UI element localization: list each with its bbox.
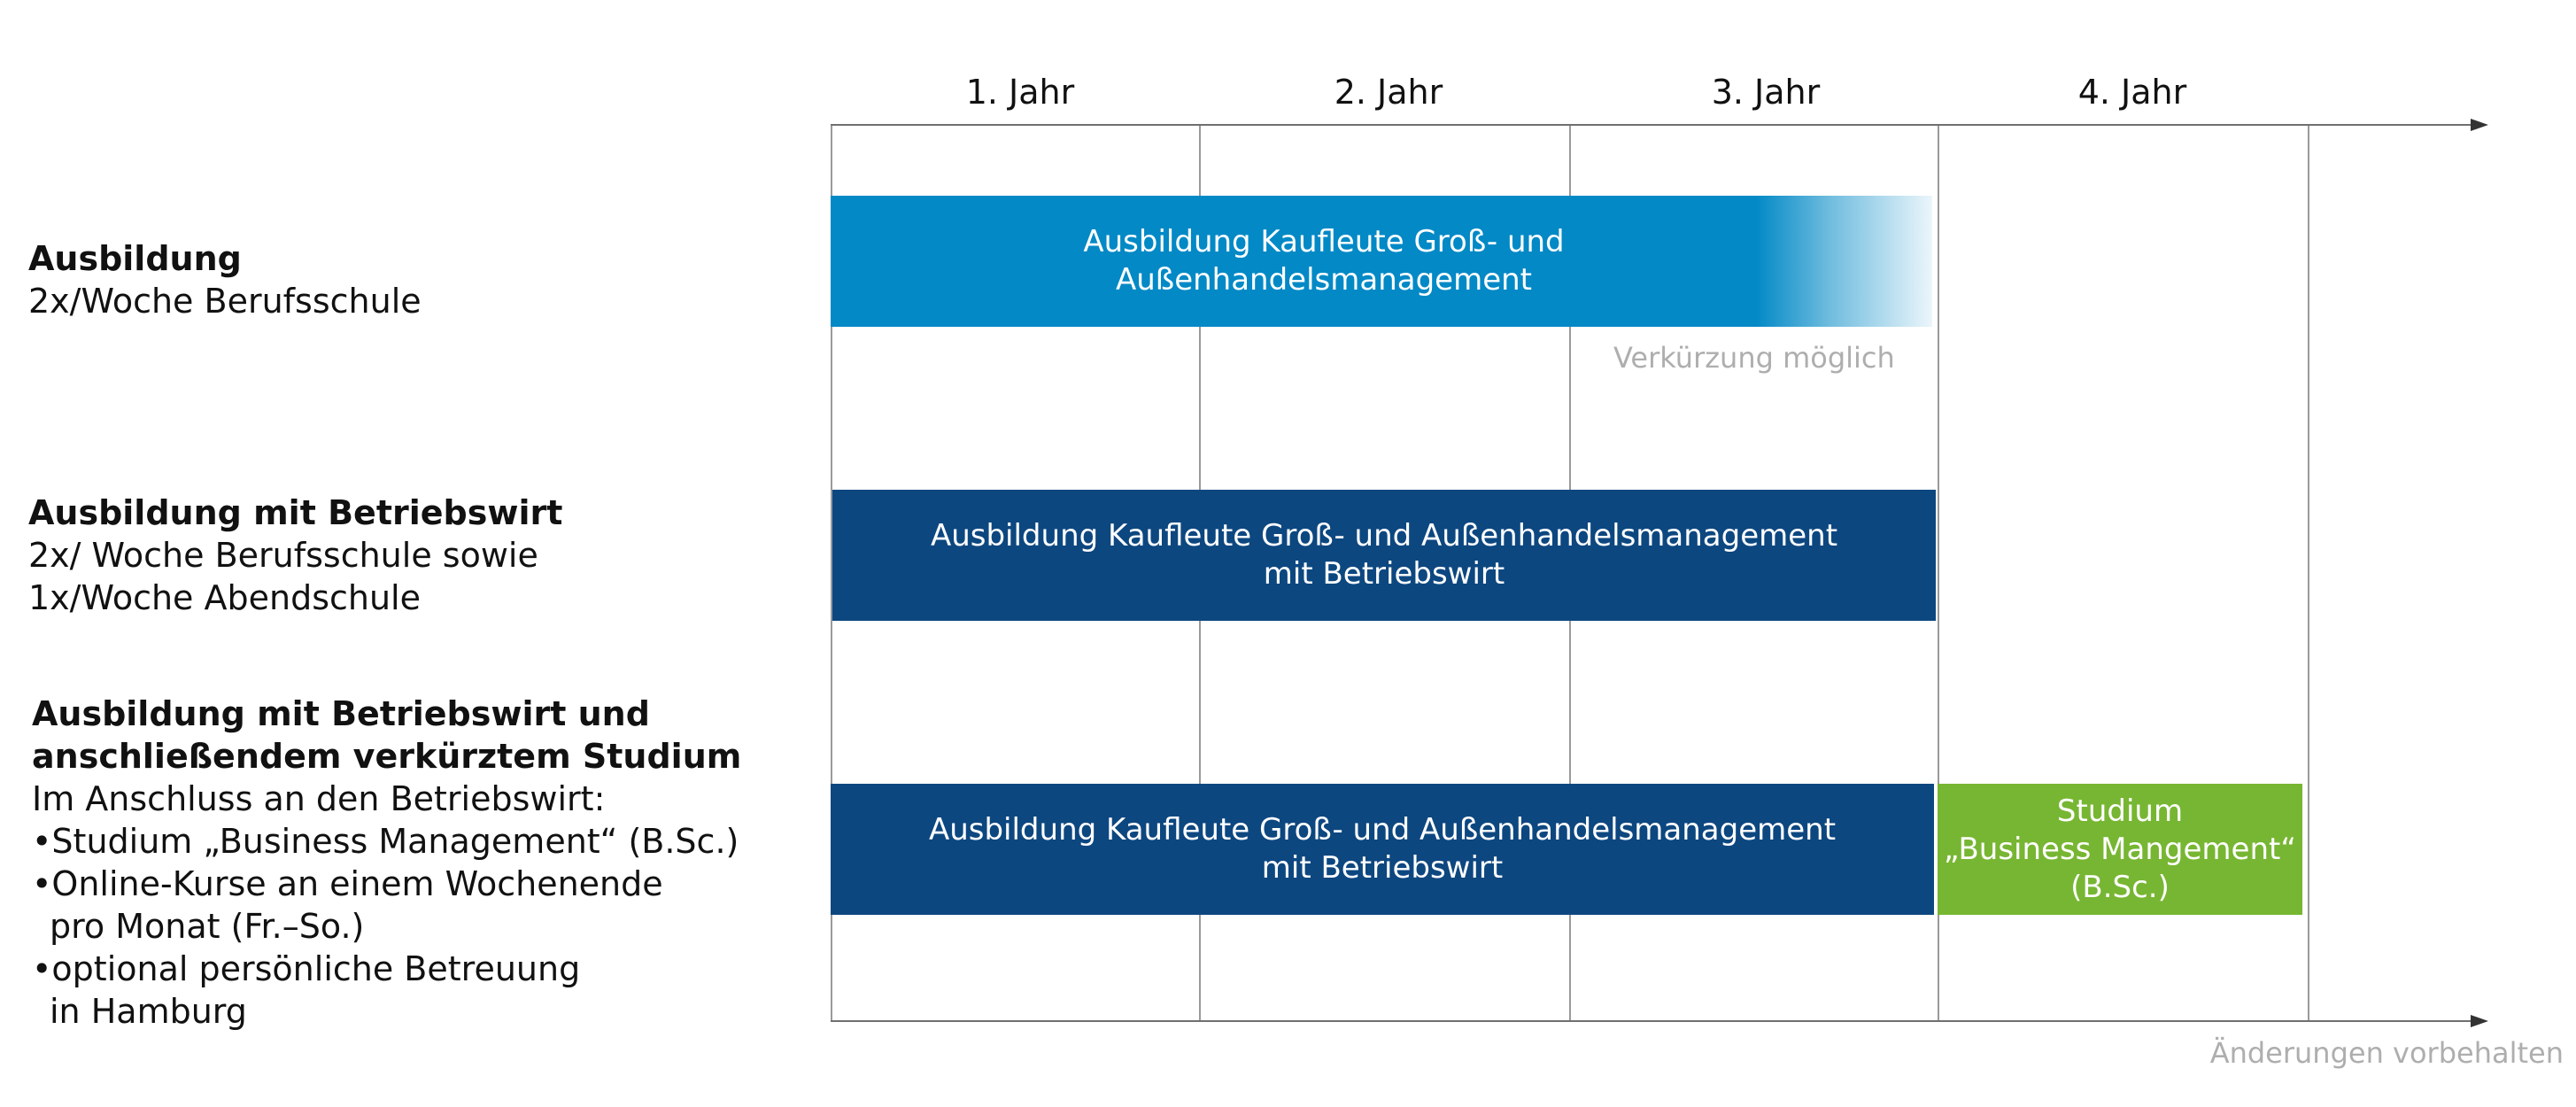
row-label-ausbildung: Ausbildung 2x/Woche Berufsschule (28, 237, 422, 322)
row-intro: Im Anschluss an den Betriebswirt: (32, 779, 606, 818)
bullet-icon: • (32, 864, 52, 903)
row-title: Ausbildung mit Betriebswirt und (32, 694, 650, 733)
grid-line (1938, 124, 1939, 1020)
bar-ausbildung: Ausbildung Kaufleute Groß- und Außenhand… (831, 196, 1932, 327)
bar-ausbildung-betriebswirt: Ausbildung Kaufleute Groß- und Außenhand… (832, 490, 1936, 621)
row-detail: 2x/ Woche Berufsschule sowie (28, 536, 538, 575)
year-header-2: 2. Jahr (1334, 73, 1443, 112)
year-header-1: 1. Jahr (965, 73, 1075, 112)
arrow-right-icon (2471, 1015, 2488, 1027)
bottom-axis-line (831, 1020, 2472, 1022)
row-label-betriebswirt-studium: Ausbildung mit Betriebswirt und anschlie… (32, 693, 741, 1033)
bullet-continuation: pro Monat (Fr.–So.) (50, 907, 365, 946)
bullet-item: •optional persönliche Betreuung (32, 949, 581, 988)
bullet-icon: • (32, 822, 52, 861)
year-header-3: 3. Jahr (1711, 73, 1821, 112)
bar-ausbildung-betriebswirt-studium: Ausbildung Kaufleute Groß- und Außenhand… (831, 784, 1934, 915)
top-axis-line (831, 124, 2472, 126)
note-aenderungen: Änderungen vorbehalten (2209, 1036, 2564, 1070)
grid-line (2308, 124, 2309, 1020)
bullet-item: •Online-Kurse an einem Wochenende (32, 864, 663, 903)
row-title: Ausbildung (28, 239, 242, 278)
year-header-4: 4. Jahr (2077, 73, 2187, 112)
row-title: Ausbildung mit Betriebswirt (28, 493, 563, 532)
row-detail: 1x/Woche Abendschule (28, 578, 421, 617)
bullet-continuation: in Hamburg (50, 992, 247, 1031)
arrow-right-icon (2471, 119, 2488, 131)
bar-studium: Studium „Business Mangement“ (B.Sc.) (1938, 784, 2302, 915)
grid-line (831, 124, 832, 1020)
row-label-betriebswirt: Ausbildung mit Betriebswirt 2x/ Woche Be… (28, 492, 562, 619)
row-detail: 2x/Woche Berufsschule (28, 282, 422, 321)
bullet-icon: • (32, 949, 52, 988)
bullet-item: •Studium „Business Management“ (B.Sc.) (32, 822, 739, 861)
row-title: anschließendem verkürztem Studium (32, 737, 742, 776)
note-verkuerzung: Verkürzung möglich (1613, 341, 1895, 375)
